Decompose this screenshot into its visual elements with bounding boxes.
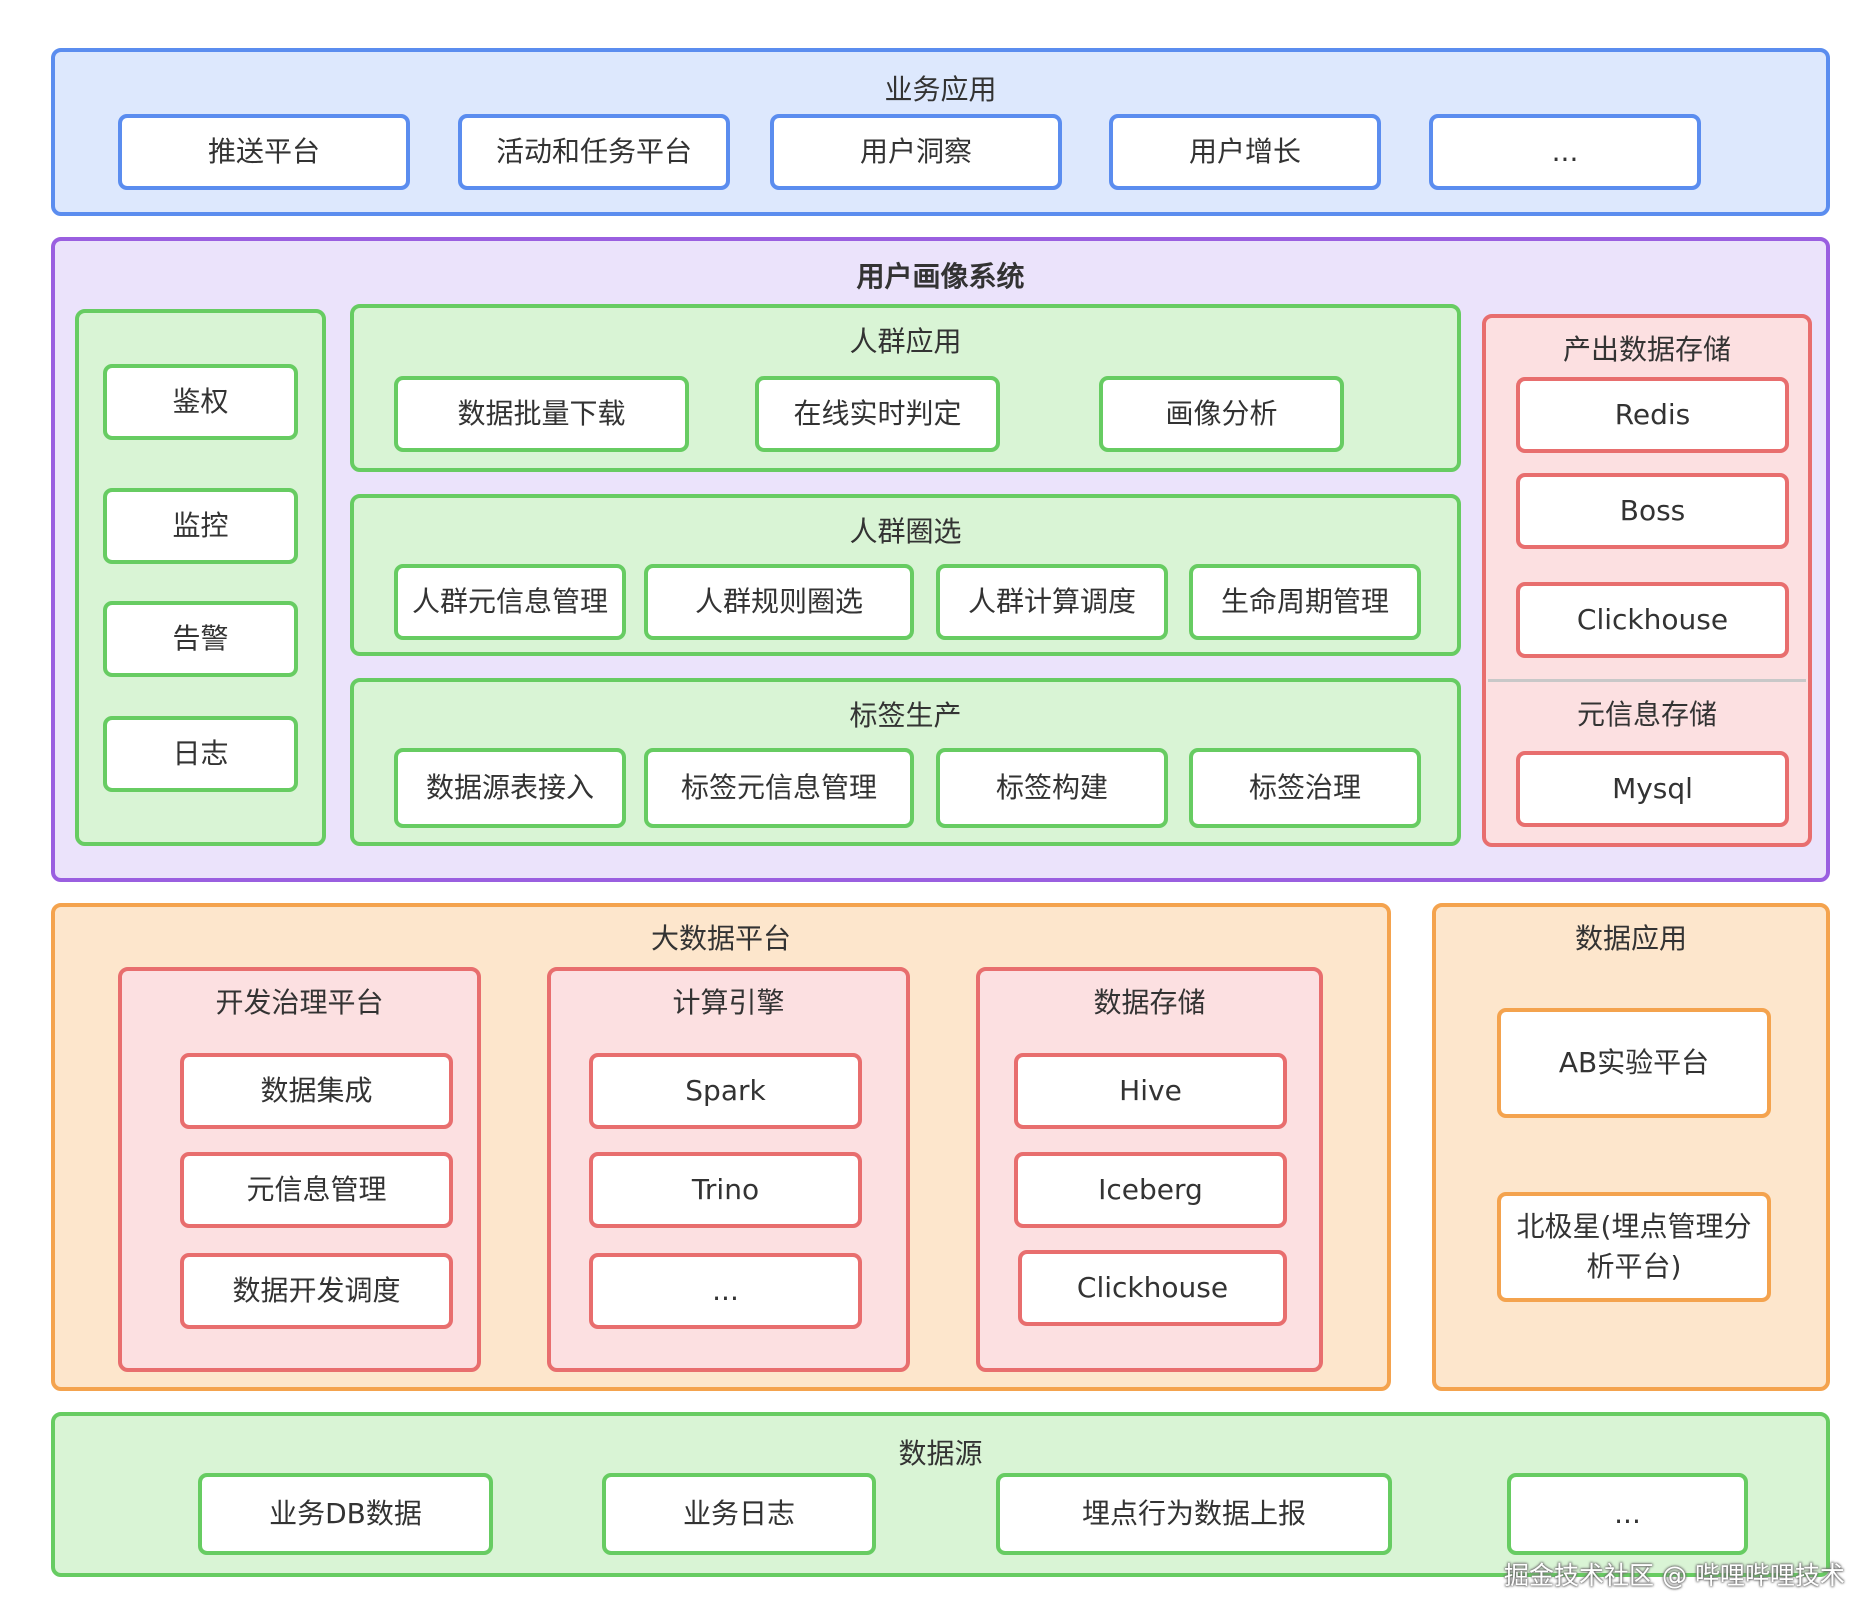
storage-item[interactable]: Hive <box>1014 1053 1287 1129</box>
crowd-select-panel: 人群圈选 人群元信息管理 人群规则圈选 人群计算调度 生命周期管理 <box>350 494 1461 656</box>
crowd-select-title: 人群圈选 <box>849 515 962 548</box>
compute-item[interactable]: Spark <box>589 1053 862 1129</box>
storage-item[interactable]: Clickhouse <box>1018 1250 1287 1326</box>
mysql-box[interactable]: Mysql <box>1516 751 1789 827</box>
source-item[interactable]: 埋点行为数据上报 <box>996 1473 1392 1555</box>
crowd-select-item[interactable]: 生命周期管理 <box>1189 564 1421 640</box>
business-item[interactable]: 推送平台 <box>118 114 410 190</box>
business-layer: 业务应用 推送平台 活动和任务平台 用户洞察 用户增长 ... <box>51 48 1830 216</box>
bigdata-platform: 大数据平台 开发治理平台 数据集成 元信息管理 数据开发调度 计算引擎 Spar… <box>51 903 1391 1391</box>
data-app-panel: 数据应用 AB实验平台 北极星(埋点管理分析平台) <box>1432 903 1830 1391</box>
source-item[interactable]: ... <box>1507 1473 1748 1555</box>
crowd-select-item[interactable]: 人群元信息管理 <box>394 564 626 640</box>
polaris-box[interactable]: 北极星(埋点管理分析平台) <box>1497 1192 1771 1302</box>
watermark: 掘金技术社区 @ 哔哩哔哩技术 <box>1504 1561 1845 1590</box>
compute-item[interactable]: Trino <box>589 1152 862 1228</box>
storage-item[interactable]: Iceberg <box>1014 1152 1287 1228</box>
crowd-select-item[interactable]: 人群规则圈选 <box>644 564 914 640</box>
dev-item[interactable]: 数据集成 <box>180 1053 453 1129</box>
business-item[interactable]: 活动和任务平台 <box>458 114 730 190</box>
redis-box[interactable]: Redis <box>1516 377 1789 453</box>
tag-production-item[interactable]: 数据源表接入 <box>394 748 626 828</box>
compute-item[interactable]: ... <box>589 1253 862 1329</box>
alert-box[interactable]: 告警 <box>103 601 298 677</box>
monitor-box[interactable]: 监控 <box>103 488 298 564</box>
meta-storage-title: 元信息存储 <box>1576 698 1717 731</box>
data-storage-title: 数据存储 <box>1093 986 1206 1019</box>
compute-engine-panel: 计算引擎 Spark Trino ... <box>547 967 910 1372</box>
source-item[interactable]: 业务DB数据 <box>198 1473 493 1555</box>
source-item[interactable]: 业务日志 <box>602 1473 876 1555</box>
bigdata-title: 大数据平台 <box>650 922 791 955</box>
boss-box[interactable]: Boss <box>1516 473 1789 549</box>
data-source-title: 数据源 <box>898 1437 983 1470</box>
log-box[interactable]: 日志 <box>103 716 298 792</box>
crowd-app-title: 人群应用 <box>849 325 962 358</box>
data-storage-panel: 数据存储 Hive Iceberg Clickhouse <box>976 967 1323 1372</box>
dev-item[interactable]: 元信息管理 <box>180 1152 453 1228</box>
tag-production-item[interactable]: 标签治理 <box>1189 748 1421 828</box>
tag-production-item[interactable]: 标签元信息管理 <box>644 748 914 828</box>
ops-panel: 鉴权 监控 告警 日志 <box>75 309 326 846</box>
ab-test-box[interactable]: AB实验平台 <box>1497 1008 1771 1118</box>
storage-divider <box>1488 679 1806 682</box>
data-app-title: 数据应用 <box>1574 922 1687 955</box>
business-title: 业务应用 <box>884 73 997 106</box>
data-source-layer: 数据源 业务DB数据 业务日志 埋点行为数据上报 ... <box>51 1412 1830 1577</box>
clickhouse-box[interactable]: Clickhouse <box>1516 582 1789 658</box>
tag-production-item[interactable]: 标签构建 <box>936 748 1168 828</box>
crowd-app-panel: 人群应用 数据批量下载 在线实时判定 画像分析 <box>350 304 1461 472</box>
dev-governance-title: 开发治理平台 <box>215 986 384 1019</box>
business-item[interactable]: ... <box>1429 114 1701 190</box>
business-item[interactable]: 用户洞察 <box>770 114 1062 190</box>
crowd-select-item[interactable]: 人群计算调度 <box>936 564 1168 640</box>
output-storage-title: 产出数据存储 <box>1562 333 1731 366</box>
tag-production-panel: 标签生产 数据源表接入 标签元信息管理 标签构建 标签治理 <box>350 678 1461 846</box>
auth-box[interactable]: 鉴权 <box>103 364 298 440</box>
dev-item[interactable]: 数据开发调度 <box>180 1253 453 1329</box>
profile-title: 用户画像系统 <box>856 260 1025 293</box>
crowd-app-item[interactable]: 在线实时判定 <box>755 376 1000 452</box>
profile-system: 用户画像系统 鉴权 监控 告警 日志 人群应用 数据批量下载 在线实时判定 画像… <box>51 237 1830 882</box>
crowd-app-item[interactable]: 画像分析 <box>1099 376 1344 452</box>
storage-panel: 产出数据存储 Redis Boss Clickhouse 元信息存储 Mysql <box>1482 314 1812 847</box>
crowd-app-item[interactable]: 数据批量下载 <box>394 376 689 452</box>
business-item[interactable]: 用户增长 <box>1109 114 1381 190</box>
compute-engine-title: 计算引擎 <box>672 986 785 1019</box>
dev-governance-panel: 开发治理平台 数据集成 元信息管理 数据开发调度 <box>118 967 481 1372</box>
tag-production-title: 标签生产 <box>849 699 962 732</box>
